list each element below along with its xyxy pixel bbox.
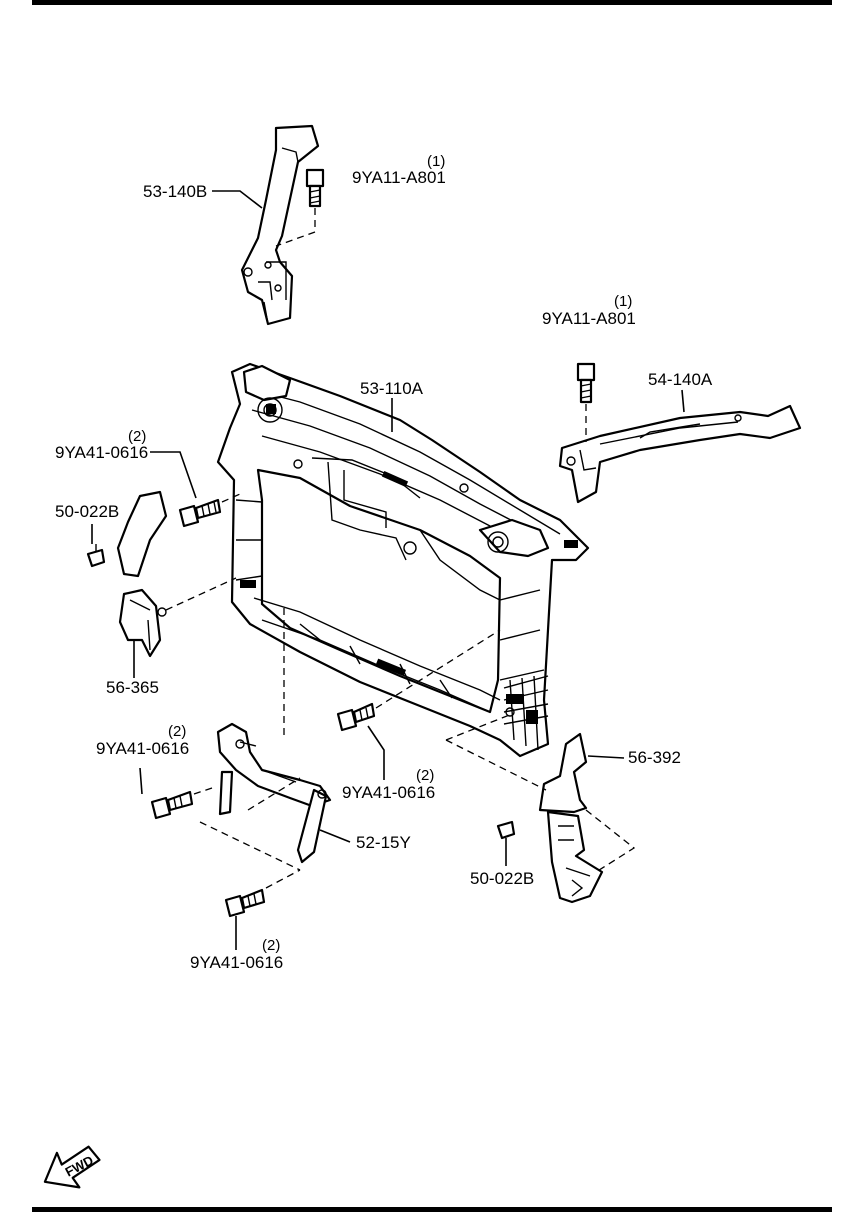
bottom-border [32, 1207, 832, 1212]
deflector-56-365 [116, 490, 168, 658]
qty-bolt-top-left: (1) [427, 153, 445, 170]
bolt-icon [224, 888, 266, 918]
label-50-022b-right: 50-022B [470, 869, 534, 888]
clip-icon [496, 820, 516, 840]
label-53-140b: 53-140B [143, 182, 207, 201]
qty-bolt-left-lower: (2) [168, 723, 186, 740]
label-bolt-center: 9YA41-0616 [342, 783, 435, 802]
label-54-140a: 54-140A [648, 370, 713, 389]
label-bolt-bottom: 9YA41-0616 [190, 953, 283, 972]
bolt-icon [305, 168, 325, 208]
qty-bolt-left-upper: (2) [128, 428, 146, 445]
bracket-53-140b [240, 124, 320, 326]
clip-icon [86, 544, 106, 568]
label-50-022b-left: 50-022B [55, 502, 119, 521]
label-bolt-left-lower: 9YA41-0616 [96, 739, 189, 758]
qty-bolt-bottom: (2) [262, 937, 280, 954]
label-56-392: 56-392 [628, 748, 681, 767]
label-bolt-left-upper: 9YA41-0616 [55, 443, 148, 462]
bracket-54-140a [558, 404, 802, 504]
frame-53-110a [216, 362, 590, 758]
fwd-label: FWD [63, 1152, 96, 1179]
bolt-icon [336, 702, 376, 732]
fwd-arrow-icon: FWD [43, 1145, 101, 1189]
bolt-icon [576, 362, 596, 404]
bracket-52-15y [216, 722, 332, 864]
top-border [32, 0, 832, 5]
label-52-15y: 52-15Y [356, 833, 411, 852]
qty-bolt-center: (2) [416, 767, 434, 784]
label-56-365: 56-365 [106, 678, 159, 697]
qty-bolt-top-right: (1) [614, 293, 632, 310]
bolt-icon [178, 498, 222, 528]
deflector-56-392 [538, 732, 604, 904]
label-bolt-top-right: 9YA11-A801 [542, 309, 636, 328]
label-bolt-top-left: 9YA11-A801 [352, 168, 446, 187]
bolt-icon [150, 790, 194, 820]
label-53-110a: 53-110A [360, 379, 424, 398]
